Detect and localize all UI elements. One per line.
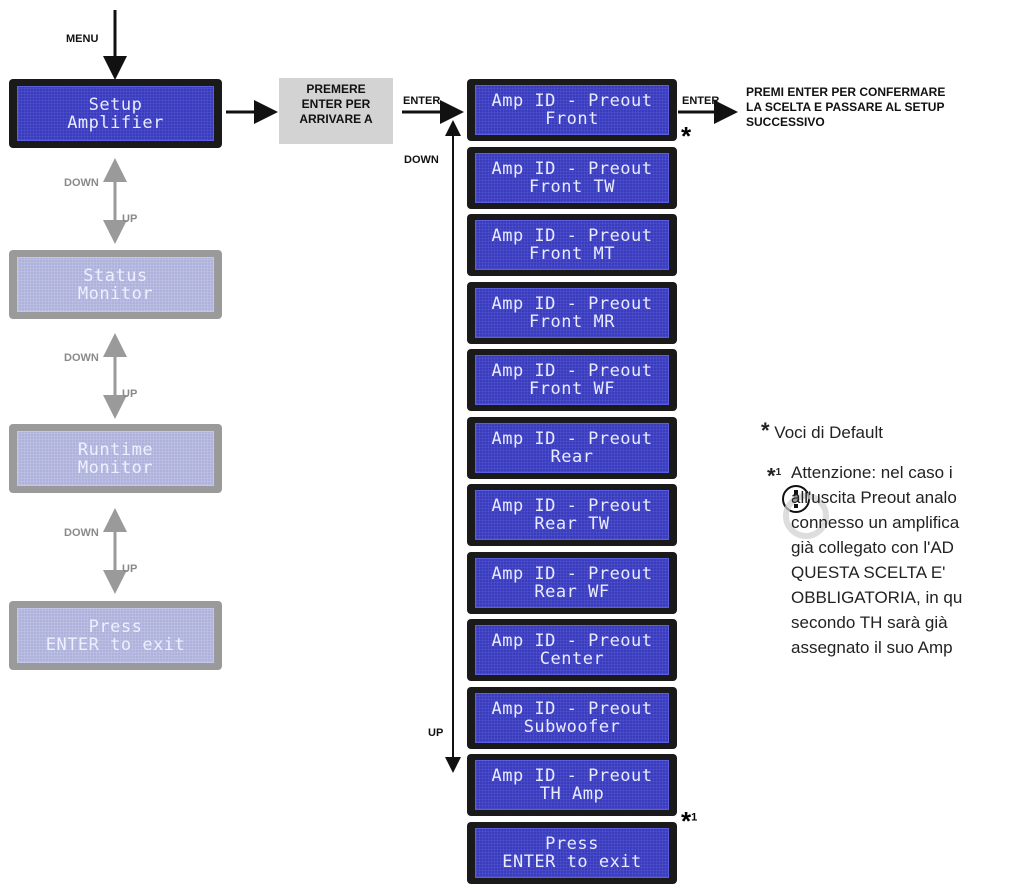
lcd-line1: Amp ID - Preout	[491, 766, 653, 786]
lcd-line2: Front	[545, 109, 599, 129]
legend-note-line: assegnato il suo Amp	[791, 638, 953, 657]
lcd-line2: Rear	[550, 447, 594, 467]
lcd-line2: Subwoofer	[523, 717, 621, 737]
legend-note-line: secondo TH sarà già	[791, 613, 948, 632]
instruction-box: PREMERE ENTER PER ARRIVARE A	[279, 78, 393, 144]
confirm-line2: LA SCELTA E PASSARE AL SETUP	[746, 100, 945, 114]
confirm-note: PREMI ENTER PER CONFERMARE LA SCELTA E P…	[746, 85, 945, 130]
lcd-line1: Runtime	[77, 439, 154, 460]
lcd-line1: Amp ID - Preout	[491, 564, 653, 584]
warning-icon	[782, 485, 829, 539]
legend-note-text: Attenzione: nel caso i all'uscita Preout …	[791, 460, 962, 660]
legend-note-line: OBBLIGATORIA, in qu	[791, 588, 963, 607]
legend-default-asterisk: *	[761, 418, 770, 443]
note1-asterisk: *	[681, 806, 692, 836]
lcd-line2: ENTER to exit	[502, 852, 642, 872]
lcd-line2: Center	[539, 649, 605, 669]
legend-note-line: connesso un amplifica	[791, 513, 960, 532]
instruction-line2: ENTER PER	[301, 97, 371, 111]
down-label-1: DOWN	[64, 177, 99, 189]
legend-note-line: QUESTA SCELTA E'	[791, 563, 946, 582]
menu-label: MENU	[66, 33, 99, 45]
lcd-line1: Amp ID - Preout	[491, 496, 653, 516]
down-label-3: DOWN	[64, 527, 99, 539]
up-label-1: UP	[122, 213, 138, 225]
lcd-line2: Amplifier	[67, 112, 164, 133]
lcd-line2: Monitor	[77, 283, 154, 304]
up-label: UP	[428, 727, 444, 739]
lcd-line1: Amp ID - Preout	[491, 631, 653, 651]
lcd-line1: Status	[83, 265, 148, 286]
lcd-line2: ENTER to exit	[45, 634, 186, 655]
lcd-line1: Amp ID - Preout	[491, 294, 653, 314]
lcd-line1: Amp ID - Preout	[491, 699, 653, 719]
lcd-line2: Monitor	[77, 457, 154, 478]
legend-note-line: già collegato con l'AD	[791, 538, 954, 557]
lcd-line2: Front MR	[529, 312, 615, 332]
legend-default: * Voci di Default	[761, 418, 883, 445]
lcd-line1: Amp ID - Preout	[491, 429, 653, 449]
lcd-line2: Front WF	[529, 379, 615, 399]
lcd-line1: Press	[88, 616, 143, 637]
lcd-line2: Rear WF	[534, 582, 610, 602]
legend-note-line: all'uscita Preout analo	[791, 488, 957, 507]
confirm-line1: PREMI ENTER PER CONFERMARE	[746, 85, 946, 99]
note1-marker: *1	[681, 806, 697, 837]
lcd-line1: Amp ID - Preout	[491, 159, 653, 179]
legend-default-text: Voci di Default	[774, 423, 883, 442]
lcd-line1: Setup	[88, 94, 143, 115]
confirm-line3: SUCCESSIVO	[746, 115, 825, 129]
down-label: DOWN	[404, 154, 439, 166]
lcd-line2: Rear TW	[534, 514, 610, 534]
up-label-2: UP	[122, 388, 138, 400]
legend-note-asterisk: *1	[767, 463, 782, 489]
lcd-line1: Amp ID - Preout	[491, 226, 653, 246]
lcd-line2: Front TW	[529, 177, 615, 197]
lcd-line1: Press	[545, 834, 599, 854]
lcd-line2: TH Amp	[539, 784, 605, 804]
instruction-line3: ARRIVARE A	[299, 112, 373, 126]
legend-note-line: Attenzione: nel caso i	[791, 463, 953, 482]
down-label-2: DOWN	[64, 352, 99, 364]
lcd-line1: Amp ID - Preout	[491, 91, 653, 111]
up-label-3: UP	[122, 563, 138, 575]
enter-label-right: ENTER	[682, 95, 720, 107]
default-marker: *	[681, 121, 692, 151]
note1-sup: 1	[691, 811, 698, 824]
instruction-line1: PREMERE	[306, 82, 366, 96]
enter-label-left: ENTER	[403, 95, 441, 107]
lcd-line2: Front MT	[529, 244, 615, 264]
lcd-line1: Amp ID - Preout	[491, 361, 653, 381]
